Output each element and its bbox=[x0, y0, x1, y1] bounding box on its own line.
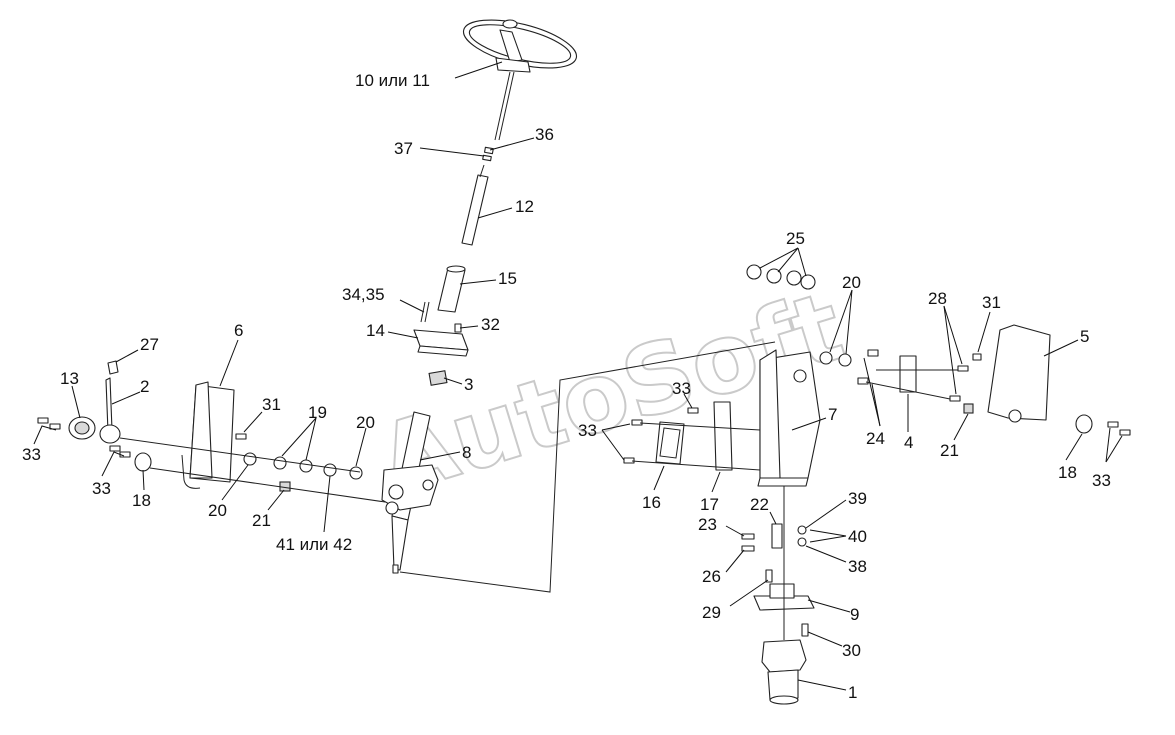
plate-16 bbox=[655, 421, 685, 465]
label-15: 15 bbox=[498, 269, 517, 288]
label-23: 23 bbox=[698, 515, 717, 534]
label-16: 16 bbox=[642, 493, 661, 512]
washers-19-20-left bbox=[243, 452, 363, 480]
label-22: 22 bbox=[750, 495, 769, 514]
label-24: 24 bbox=[866, 429, 885, 448]
label-30: 30 bbox=[842, 641, 861, 660]
label-27: 27 bbox=[140, 335, 159, 354]
label-20-left: 20 bbox=[208, 501, 227, 520]
label-40: 40 bbox=[848, 527, 867, 546]
washers-38-39-40 bbox=[797, 525, 807, 547]
label-1: 1 bbox=[848, 683, 857, 702]
bracket-14 bbox=[413, 329, 469, 357]
bolts-28 bbox=[949, 365, 969, 402]
bolts-33-right bbox=[1107, 421, 1131, 436]
label-2: 2 bbox=[140, 377, 149, 396]
screw-31-left bbox=[235, 433, 247, 440]
label-17: 17 bbox=[700, 495, 719, 514]
bushing-15 bbox=[437, 265, 466, 313]
label-41-42: 41 или 42 bbox=[276, 535, 352, 554]
part-3 bbox=[428, 370, 448, 386]
pump-1 bbox=[761, 639, 807, 705]
coupling-22 bbox=[771, 523, 783, 549]
label-21-left: 21 bbox=[252, 511, 271, 530]
label-14: 14 bbox=[366, 321, 385, 340]
label-4: 4 bbox=[904, 433, 913, 452]
label-5: 5 bbox=[1080, 327, 1089, 346]
label-33-left-a: 33 bbox=[22, 445, 41, 464]
pins-24 bbox=[857, 349, 879, 385]
label-26: 26 bbox=[702, 567, 721, 586]
cover-5 bbox=[987, 324, 1051, 423]
cap-27 bbox=[107, 360, 119, 375]
label-31-left: 31 bbox=[262, 395, 281, 414]
plate-18-right bbox=[1075, 414, 1093, 434]
label-33-right: 33 bbox=[1092, 471, 1111, 490]
label-18-left: 18 bbox=[132, 491, 151, 510]
screw-30 bbox=[801, 623, 809, 637]
washers-25 bbox=[746, 264, 816, 290]
bolts-33-mid bbox=[623, 407, 699, 464]
label-12: 12 bbox=[515, 197, 534, 216]
leader-lines bbox=[33, 61, 1123, 691]
label-20-mid: 20 bbox=[356, 413, 375, 432]
label-7: 7 bbox=[828, 405, 837, 424]
screw-31-right bbox=[972, 353, 982, 361]
label-33-left-b: 33 bbox=[92, 479, 111, 498]
label-6: 6 bbox=[234, 321, 243, 340]
bolt-34-35 bbox=[420, 301, 430, 323]
knob-13 bbox=[68, 416, 96, 440]
label-39: 39 bbox=[848, 489, 867, 508]
label-21-right: 21 bbox=[940, 441, 959, 460]
label-37: 37 bbox=[394, 139, 413, 158]
label-20-right: 20 bbox=[842, 273, 861, 292]
label-18-right: 18 bbox=[1058, 463, 1077, 482]
plate-4 bbox=[865, 355, 960, 401]
nut-21-right bbox=[963, 403, 974, 414]
label-34-35: 34,35 bbox=[342, 285, 385, 304]
label-33-mid-top: 33 bbox=[672, 379, 691, 398]
label-3: 3 bbox=[464, 375, 473, 394]
label-25: 25 bbox=[786, 229, 805, 248]
label-31-right: 31 bbox=[982, 293, 1001, 312]
label-28: 28 bbox=[928, 289, 947, 308]
steering-column-8 bbox=[381, 411, 439, 574]
upper-shaft bbox=[482, 71, 515, 162]
washers-20-right bbox=[819, 351, 852, 367]
shaft-12 bbox=[461, 164, 489, 246]
label-38: 38 bbox=[848, 557, 867, 576]
label-36: 36 bbox=[535, 125, 554, 144]
label-13: 13 bbox=[60, 369, 79, 388]
bolt-29 bbox=[765, 569, 773, 583]
label-29: 29 bbox=[702, 603, 721, 622]
plate-17 bbox=[713, 401, 733, 471]
label-33-mid: 33 bbox=[578, 421, 597, 440]
label-10-11: 10 или 11 bbox=[355, 71, 430, 90]
label-8: 8 bbox=[462, 443, 471, 462]
lever-2 bbox=[99, 377, 121, 444]
label-9: 9 bbox=[850, 605, 859, 624]
bracket-7 bbox=[757, 349, 821, 487]
steering-wheel bbox=[462, 19, 578, 73]
label-32: 32 bbox=[481, 315, 500, 334]
plate-18-left bbox=[134, 452, 152, 472]
cover-6 bbox=[181, 381, 235, 489]
nut-21-left bbox=[279, 481, 291, 492]
callout-labels: 10 или 11 37 36 12 15 34,35 14 32 3 27 6… bbox=[22, 71, 1111, 702]
label-19: 19 bbox=[308, 403, 327, 422]
bolts-23-26 bbox=[741, 533, 755, 552]
